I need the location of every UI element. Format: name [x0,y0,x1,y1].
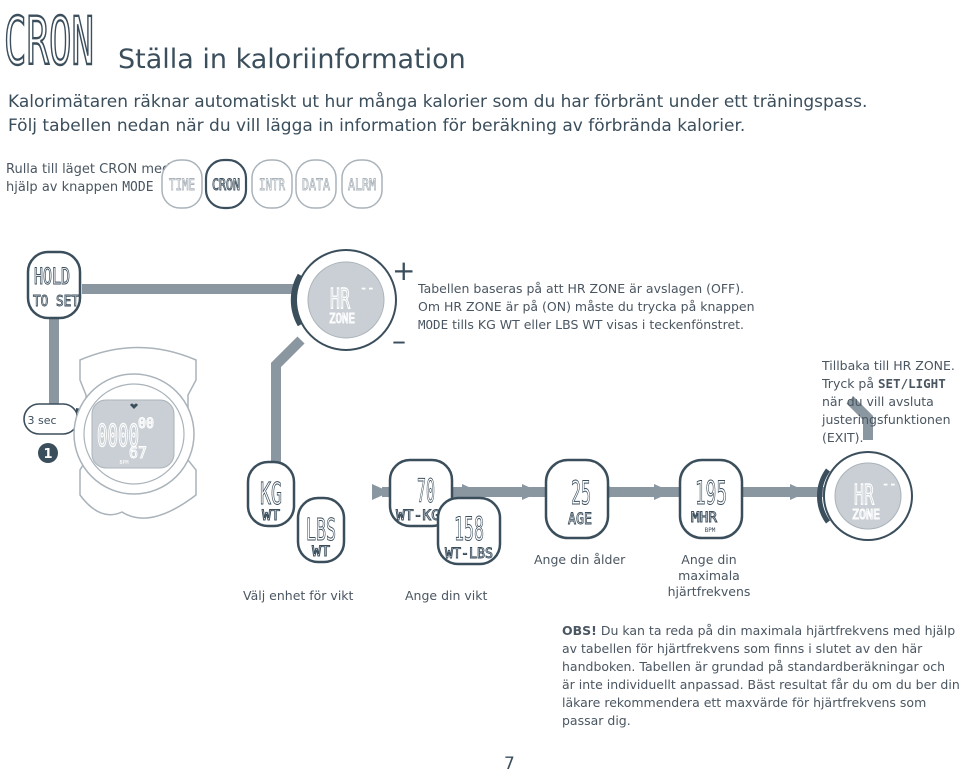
caption-weight: Ange din vikt [405,588,488,603]
mode-alrm: ALRM [341,159,383,209]
lbs-top: LBS [306,513,336,548]
three-sec-bubble: 3 sec [23,403,88,435]
hr-zone-watch: HR -- ZONE [290,249,397,351]
mhr-unit: BPM [705,527,716,534]
hr-zone-end-top: HR [854,478,874,511]
step-number: 1 [43,447,52,462]
hr-zone-bottom: ZONE [329,312,355,327]
caption-mhr: Ange din maximala hjärtfrekvens [667,552,751,599]
kg-wt-screen: KG WT [246,460,296,528]
main-watch-hr: 67 [129,443,147,462]
lbs-value-unit: WT-LBS [445,546,493,562]
mode-time: TIME [161,159,203,209]
weight-lbs-screen: 158 WT-LBS [436,496,502,566]
mhr-label: MHR [691,510,718,526]
back-note-line-1: Tillbaka till HR ZONE. [822,358,955,373]
mode-key: MODE [122,180,154,195]
caption-age: Ange din ålder [534,552,626,567]
main-watch-side: 00 [138,416,154,432]
page-number: 7 [504,754,515,774]
back-note-line-4: justeringsfunktionen [822,412,951,427]
kg-value: 70 [417,472,435,510]
back-note-line-5: (EXIT). [822,430,864,445]
logo-text: CRON [4,3,94,74]
hr-zone-top: HR [330,282,350,315]
mode-data: DATA [295,159,337,209]
hr-zone-note: Tabellen baseras på att HR ZONE är avsla… [418,280,755,334]
mode-key-2: MODE [418,317,449,332]
caption-unit: Välj enhet för vikt [243,588,354,603]
age-value: 25 [571,474,591,512]
main-watch-digits: 0000 [97,419,139,454]
main-watch-unit: BPM [119,460,128,466]
intro-line-2: Följ tabellen nedan när du vill lägga in… [8,116,746,136]
page-title: Ställa in kaloriinformation [118,44,466,75]
step-text-a: Rulla till läget CRON med [6,162,171,177]
hr-zone-dashes: -- [360,281,374,295]
hold-label: HOLD [34,265,70,290]
kg-bottom: WT [262,508,281,524]
hr-zone-end-dashes: -- [882,477,896,491]
kg-top: KG [260,477,282,512]
step-instruction: Rulla till läget CRON med hjälp av knapp… [6,161,170,197]
age-screen: 25 AGE [544,458,610,540]
mhr-value: 195 [695,474,727,512]
kg-value-unit: WT-KG [396,508,440,524]
mode-alrm-label: ALRM [348,175,376,194]
cron-logo: CRON [4,2,95,74]
hr-zone-end-watch: HR -- ZONE [817,451,913,541]
mode-time-label: TIME [169,175,195,194]
plus-button: + [392,254,415,287]
lbs-bottom: WT [312,544,331,560]
lbs-wt-screen: LBS WT [296,496,346,564]
to-set-label: TO SET [33,292,79,310]
hr-zone-end-bottom: ZONE [852,508,880,523]
mode-selector: TIME CRON INTR DATA ALRM [161,158,383,210]
hr-zone-note-line-2: Om HR ZONE är på (ON) måste du trycka på… [418,299,755,314]
three-sec-label: 3 sec [27,414,56,427]
intro-line-1: Kalorimätaren räknar automatiskt ut hur … [8,92,868,112]
mhr-screen: 195 MHR BPM [678,458,744,540]
mode-intr: INTR [251,159,293,209]
minus-button: – [392,324,406,357]
step-text-b: hjälp av knappen [6,180,123,195]
heart-icon [130,403,138,409]
weight-kg-screen: 70 WT-KG [388,458,454,528]
main-watch: 0000 00 67 BPM [73,346,197,519]
step-number-badge: 1 [38,443,58,463]
mode-data-label: DATA [302,175,330,194]
age-label: AGE [568,509,592,528]
hr-zone-note-line-3: MODE tills KG WT eller LBS WT visas i te… [418,317,745,332]
mode-cron-label: CRON [212,175,240,194]
obs-text: Du kan ta reda på din maximala hjärtfrek… [562,623,960,728]
mode-cron: CRON [204,158,248,210]
mode-intr-label: INTR [259,175,285,194]
obs-label: OBS! [562,623,597,638]
hold-to-set-screen: HOLD TO SET [26,250,82,320]
back-note: Tillbaka till HR ZONE. Tryck på SET/LIGH… [822,357,955,447]
set-light-key: SET/LIGHT [878,376,946,391]
lbs-value: 158 [454,510,484,548]
obs-note: OBS! Du kan ta reda på din maximala hjär… [562,622,960,730]
back-note-line-2: Tryck på SET/LIGHT [822,376,946,391]
back-note-line-3: när du vill avsluta [822,394,934,409]
hr-zone-note-line-1: Tabellen baseras på att HR ZONE är avsla… [418,281,745,296]
